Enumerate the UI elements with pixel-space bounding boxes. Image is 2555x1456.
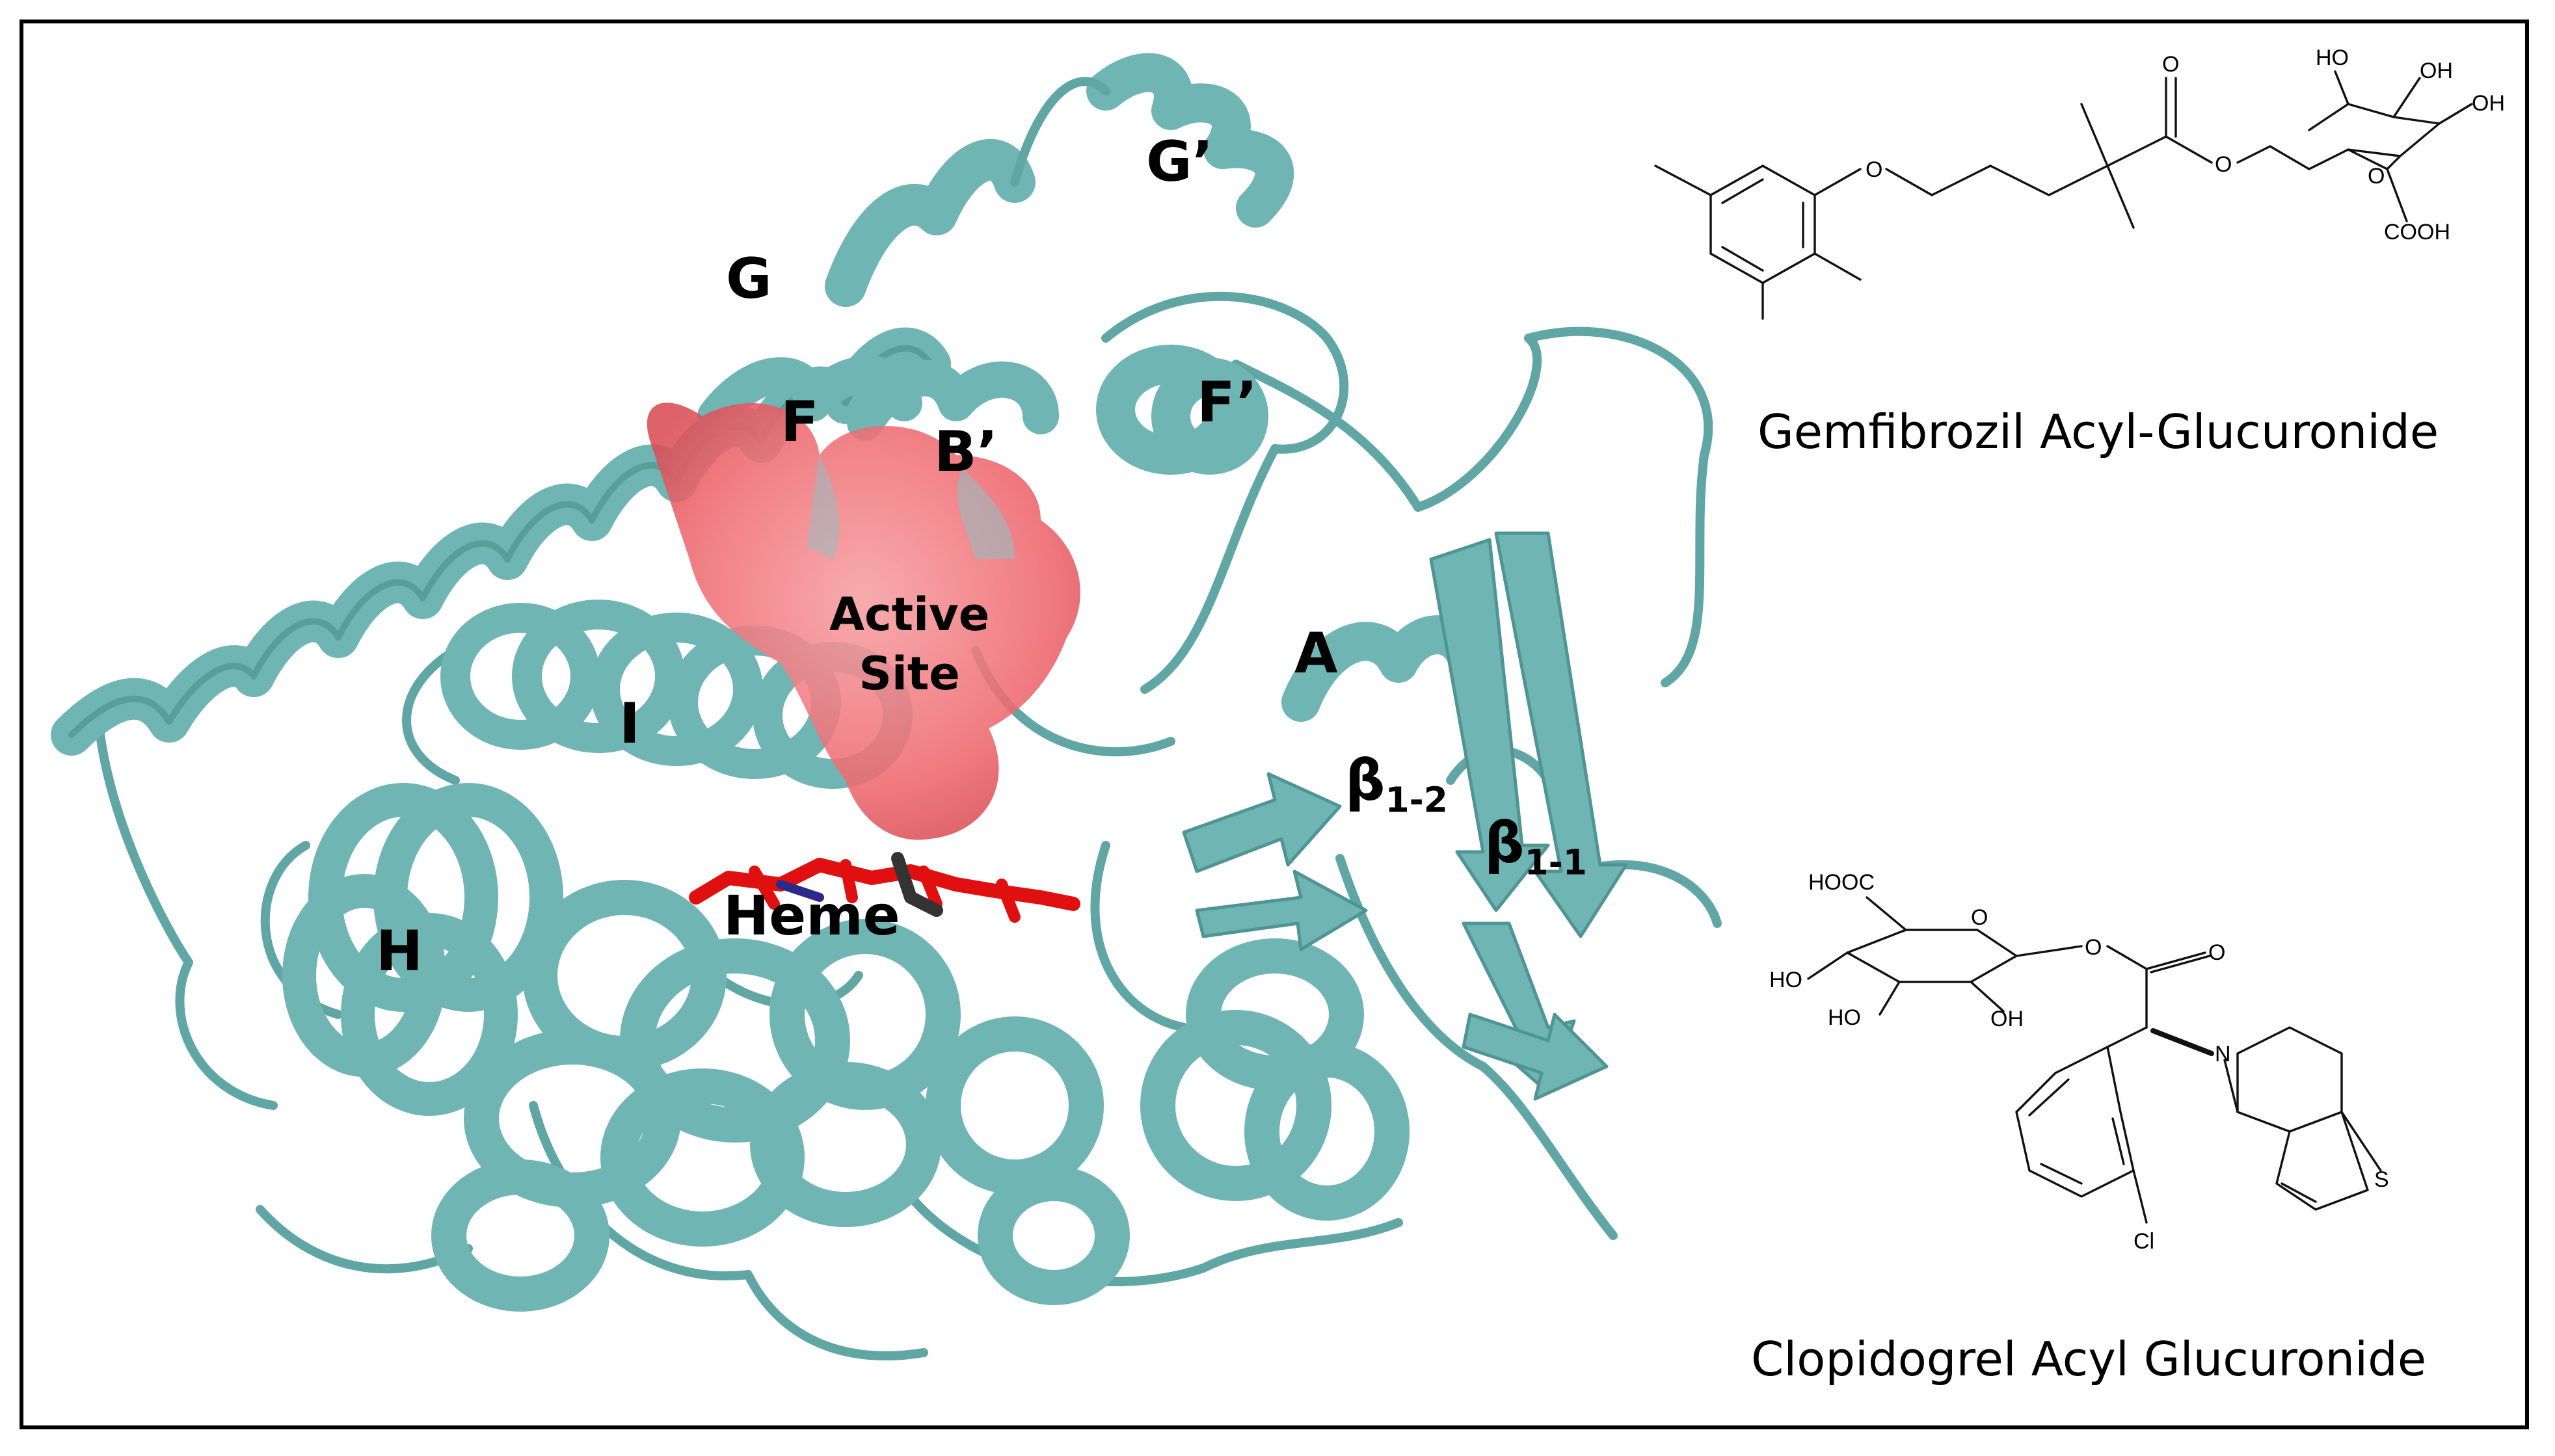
label-beta-1-1-base: β bbox=[1484, 811, 1525, 876]
heme-molecule bbox=[689, 852, 1080, 923]
clopidogrel-structure: HOOC O HO HO OH O O N Cl S bbox=[1769, 870, 2389, 1254]
label-beta-1-1-sub: 1-1 bbox=[1524, 842, 1587, 883]
label-active-site-line2: Site bbox=[859, 647, 960, 700]
helix-h bbox=[282, 783, 563, 1116]
caption-clopidogrel: Clopidogrel Acyl Glucuronide bbox=[1751, 1332, 2427, 1386]
gem-cooh: COOH bbox=[2384, 220, 2450, 245]
label-beta-1-2-base: β bbox=[1345, 748, 1385, 814]
beta-sheet bbox=[1182, 531, 1628, 1101]
helix-f-prime bbox=[1096, 345, 1268, 475]
label-i: I bbox=[619, 691, 640, 756]
clop-s: S bbox=[2374, 1167, 2389, 1192]
gem-ho: HO bbox=[2316, 46, 2349, 70]
protein-ribbon-structure bbox=[51, 53, 1722, 1360]
label-active-site-line1: Active bbox=[829, 588, 990, 641]
clop-o-ring: O bbox=[1971, 905, 1988, 930]
clop-o-ester: O bbox=[2085, 935, 2102, 960]
label-a: A bbox=[1294, 621, 1338, 686]
label-f: F bbox=[781, 390, 819, 455]
label-beta-1-2-sub: 1-2 bbox=[1385, 780, 1448, 821]
gem-o-ring: O bbox=[2368, 164, 2385, 189]
clop-o-carbonyl: O bbox=[2208, 940, 2225, 965]
clop-hooc: HOOC bbox=[1808, 870, 1875, 895]
gem-o-carbonyl: O bbox=[2162, 52, 2179, 77]
label-h: H bbox=[376, 919, 423, 984]
label-beta-1-2: β1-2 bbox=[1345, 753, 1448, 818]
label-b-prime: B’ bbox=[934, 419, 998, 484]
active-site-surface bbox=[647, 403, 1080, 840]
label-heme: Heme bbox=[723, 884, 900, 947]
label-g-prime: G’ bbox=[1146, 129, 1214, 194]
label-f-prime: F’ bbox=[1197, 370, 1258, 435]
clop-oh: OH bbox=[1990, 1007, 2024, 1031]
gem-o-ether: O bbox=[1866, 157, 1882, 182]
label-beta-1-1: β1-1 bbox=[1484, 815, 1587, 880]
label-active-site: Active Site bbox=[829, 585, 989, 704]
clop-cl: Cl bbox=[2134, 1229, 2154, 1254]
helix-f bbox=[697, 356, 1059, 441]
helix-g-prime bbox=[1086, 53, 1294, 228]
gem-oh-2: OH bbox=[2472, 91, 2505, 116]
label-g: G bbox=[726, 246, 772, 311]
caption-gemfibrozil: Gemfibrozil Acyl-Glucuronide bbox=[1758, 404, 2439, 459]
gemfibrozil-structure: O O O O HO OH OH COOH bbox=[1654, 46, 2505, 320]
gem-oh-1: OH bbox=[2420, 59, 2453, 83]
clop-n: N bbox=[2215, 1042, 2231, 1066]
gem-o-ester: O bbox=[2215, 152, 2232, 177]
clop-ho-2: HO bbox=[1828, 1005, 1861, 1030]
core-helices bbox=[431, 880, 1410, 1312]
clop-ho-1: HO bbox=[1769, 968, 1802, 992]
